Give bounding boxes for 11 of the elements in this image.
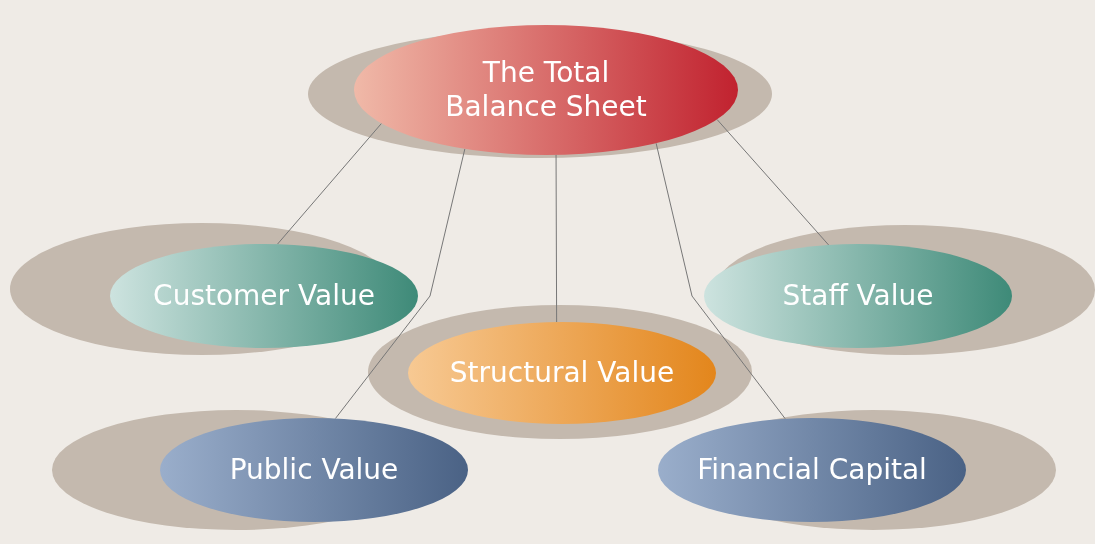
node-label: Public Value [228,453,400,487]
node-label: Financial Capital [696,453,928,487]
connector-line [655,142,786,420]
connector-line [334,148,466,419]
connector-line [276,123,382,245]
node-label: Customer Value [152,279,376,313]
connector-line [555,154,558,323]
node-label: The Total Balance Sheet [444,56,648,124]
node-label: Structural Value [448,356,676,390]
connector-line [716,119,830,246]
node-label: Staff Value [781,279,935,313]
